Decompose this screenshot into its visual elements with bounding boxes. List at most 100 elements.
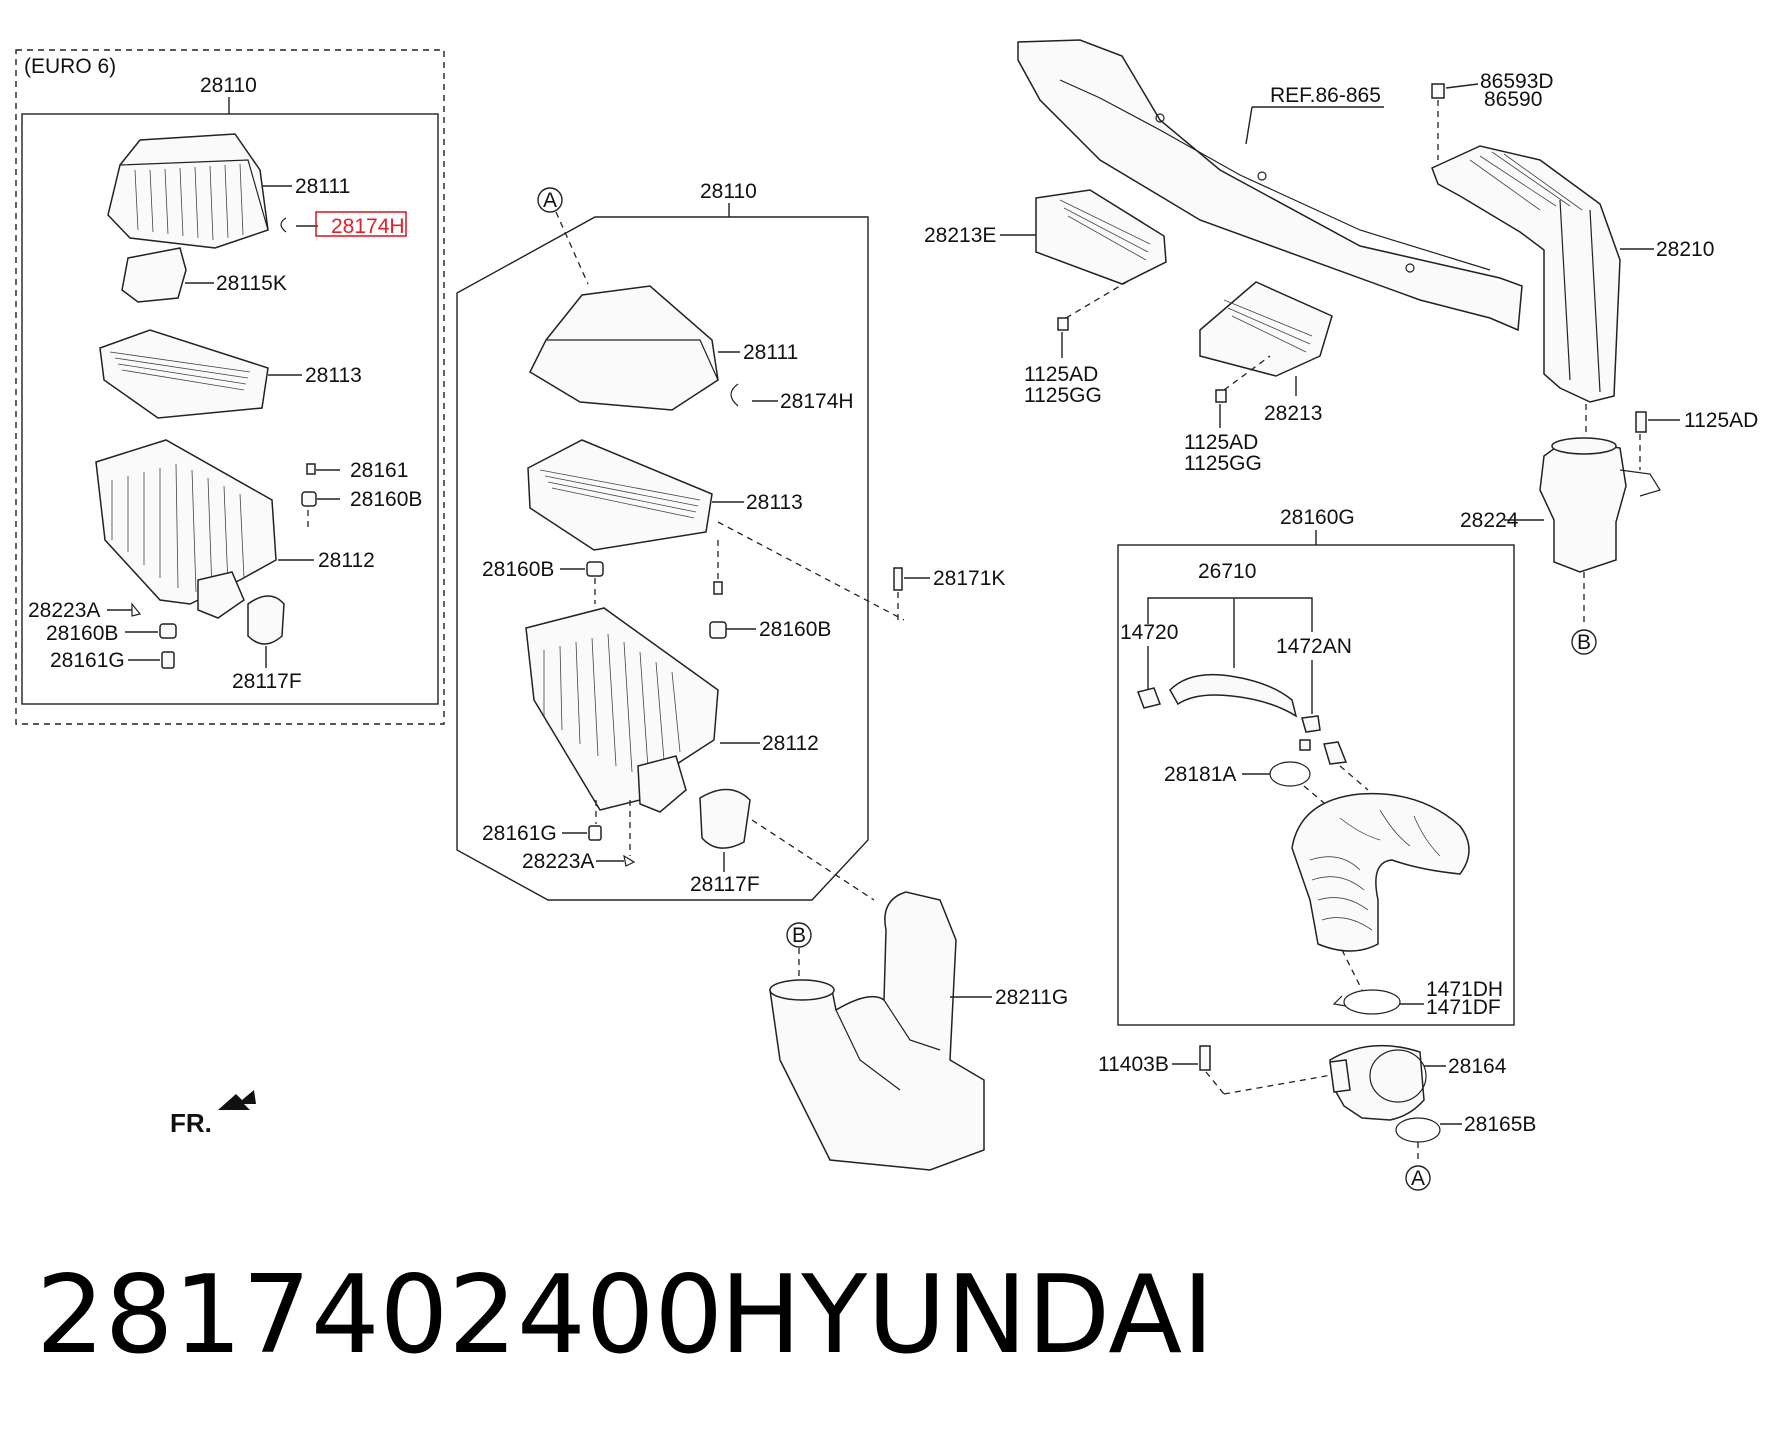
euro6-panel: (EURO 6) 28110 28111 28174H 28115K 28113 [15, 49, 445, 725]
grommet-mid-b [709, 621, 727, 639]
label-clip-mid[interactable]: 28174H [780, 390, 854, 413]
label-p28161-left[interactable]: 28161 [350, 459, 408, 482]
label-clamp-1471dh[interactable]: 1471DH [1426, 978, 1503, 1001]
duct-28210 [1431, 145, 1621, 403]
pin-28161-left [306, 463, 316, 475]
frame-title: (EURO 6) [24, 55, 116, 78]
oring-28165b [1395, 1117, 1441, 1143]
label-clamp-14720[interactable]: 14720 [1120, 621, 1178, 644]
clamp-1471dh-part [1343, 989, 1401, 1015]
label-assy-left[interactable]: 28110 [200, 74, 257, 97]
grommet-left-a [301, 491, 317, 507]
label-bolt-11403b[interactable]: 11403B [1098, 1053, 1169, 1076]
label-oring-28165b[interactable]: 28165B [1464, 1113, 1536, 1136]
label-bolt-mid[interactable]: 28223A [522, 850, 594, 873]
label-bolt-left[interactable]: 28223A [28, 599, 100, 622]
air-intake-hose [1291, 792, 1470, 952]
label-resonator-224[interactable]: 28224 [1460, 509, 1519, 532]
clip-86593d [1431, 83, 1445, 99]
front-arrow-icon [218, 1090, 256, 1110]
label-fr: FR. [170, 1108, 212, 1138]
ref-b-right[interactable]: B [1577, 631, 1591, 654]
assembly-box-mid [456, 216, 869, 901]
clamp-14720-part [1137, 687, 1161, 709]
air-guide-28213e [1035, 189, 1167, 285]
label-cover-mid[interactable]: 28111 [743, 341, 798, 364]
pin-mid [713, 581, 723, 595]
radiator-panel [1017, 39, 1523, 332]
airflow-sensor-group: 11403B 28164 28165B A [1098, 1044, 1536, 1191]
label-k-left[interactable]: 28115K [216, 272, 287, 295]
label-clamp-28181a[interactable]: 28181A [1164, 763, 1236, 786]
euro6-dashed-frame [15, 49, 445, 725]
air-filter-left [99, 329, 269, 419]
label-seal-left[interactable]: 28117F [232, 670, 302, 693]
assembly-box-left [21, 113, 439, 705]
label-grommet-left-b[interactable]: 28160B [46, 622, 118, 645]
seal-mid [699, 788, 751, 849]
ref-a-top[interactable]: A [543, 189, 557, 212]
label-screw-a1[interactable]: 1125AD [1024, 363, 1098, 386]
small-hose-26710 [1169, 673, 1298, 718]
hose-assembly-28160g: 28160G 26710 14720 1472AN 28181A 1471DH … [1117, 506, 1515, 1026]
label-cover-left[interactable]: 28111 [295, 175, 350, 198]
label-seal-mid[interactable]: 28117F [690, 873, 760, 896]
ref-b-mid-circle [786, 922, 812, 948]
ref-b-right-circle [1571, 629, 1597, 655]
label-filter-mid[interactable]: 28113 [746, 491, 803, 514]
ref-b-mid[interactable]: B [792, 924, 806, 947]
label-grommet-mid-a[interactable]: 28160B [482, 558, 554, 581]
label-bolt-171k[interactable]: 28171K [933, 567, 1005, 590]
screw-c [1635, 411, 1647, 433]
pin-left [161, 651, 175, 669]
middle-panel: 28110 A 28111 28174H 28113 28160B 28160B [456, 180, 1005, 901]
ref-a-bottom[interactable]: A [1411, 1167, 1425, 1190]
grommet-mid-a [586, 561, 604, 577]
label-grommet-mid-b[interactable]: 28160B [759, 618, 831, 641]
bolt-28171k [893, 567, 903, 591]
clamp-1472an-part [1301, 715, 1321, 733]
part-number-title: 2817402400 [36, 1253, 724, 1378]
ref-a-bottom-circle [1405, 1165, 1431, 1191]
label-clamp-1472an[interactable]: 1472AN [1276, 635, 1352, 658]
pin-mid-b [588, 825, 602, 841]
label-clamp-1471df[interactable]: 1471DF [1426, 996, 1501, 1019]
label-guide-213e[interactable]: 28213E [924, 224, 996, 247]
label-screw-a2[interactable]: 1125GG [1024, 384, 1102, 407]
label-pin-mid[interactable]: 28161G [482, 822, 557, 845]
resonator-28224 [1539, 439, 1627, 573]
grommet-left-b [159, 623, 177, 639]
label-duct-210[interactable]: 28210 [1656, 238, 1714, 261]
label-hose-assy[interactable]: 28160G [1280, 506, 1355, 529]
air-cleaner-body-left [95, 439, 277, 619]
label-hose-26710[interactable]: 26710 [1198, 560, 1256, 583]
label-ref-86-865[interactable]: REF.86-865 [1270, 84, 1381, 107]
label-clip-left-highlight[interactable]: 28174H [331, 215, 405, 238]
label-sensor-28164[interactable]: 28164 [1448, 1055, 1507, 1078]
duct-part-28115k-left [121, 247, 187, 303]
label-screw-c[interactable]: 1125AD [1684, 409, 1758, 432]
air-cleaner-body-mid [525, 607, 719, 813]
label-body-left[interactable]: 28112 [318, 549, 375, 572]
front-indicator: FR. [170, 1090, 256, 1138]
bolt-11403b [1199, 1045, 1211, 1071]
label-assy-mid[interactable]: 28110 [700, 180, 757, 203]
clamp-28181a-part [1269, 761, 1311, 787]
label-nut-2[interactable]: 86590 [1484, 88, 1542, 111]
label-body-mid[interactable]: 28112 [762, 732, 819, 755]
screw-a [1057, 317, 1069, 331]
upper-right-panel: REF.86-865 28213E 28213 1125AD 1125GG 11… [924, 39, 1758, 655]
label-filter-left[interactable]: 28113 [305, 364, 362, 387]
air-cleaner-cover-left [107, 133, 269, 249]
label-pin-left[interactable]: 28161G [50, 649, 125, 672]
duct-28211g-group: B 28211G [769, 891, 1068, 1171]
air-filter-mid [527, 439, 713, 551]
label-screw-b2[interactable]: 1125GG [1184, 452, 1262, 475]
label-screw-b1[interactable]: 1125AD [1184, 431, 1258, 454]
label-grommet-left-a[interactable]: 28160B [350, 488, 422, 511]
ref-a-top-circle [537, 187, 563, 213]
label-guide-213[interactable]: 28213 [1264, 402, 1322, 425]
label-duct-211g[interactable]: 28211G [995, 986, 1068, 1009]
label-nut-1[interactable]: 86593D [1480, 70, 1554, 93]
